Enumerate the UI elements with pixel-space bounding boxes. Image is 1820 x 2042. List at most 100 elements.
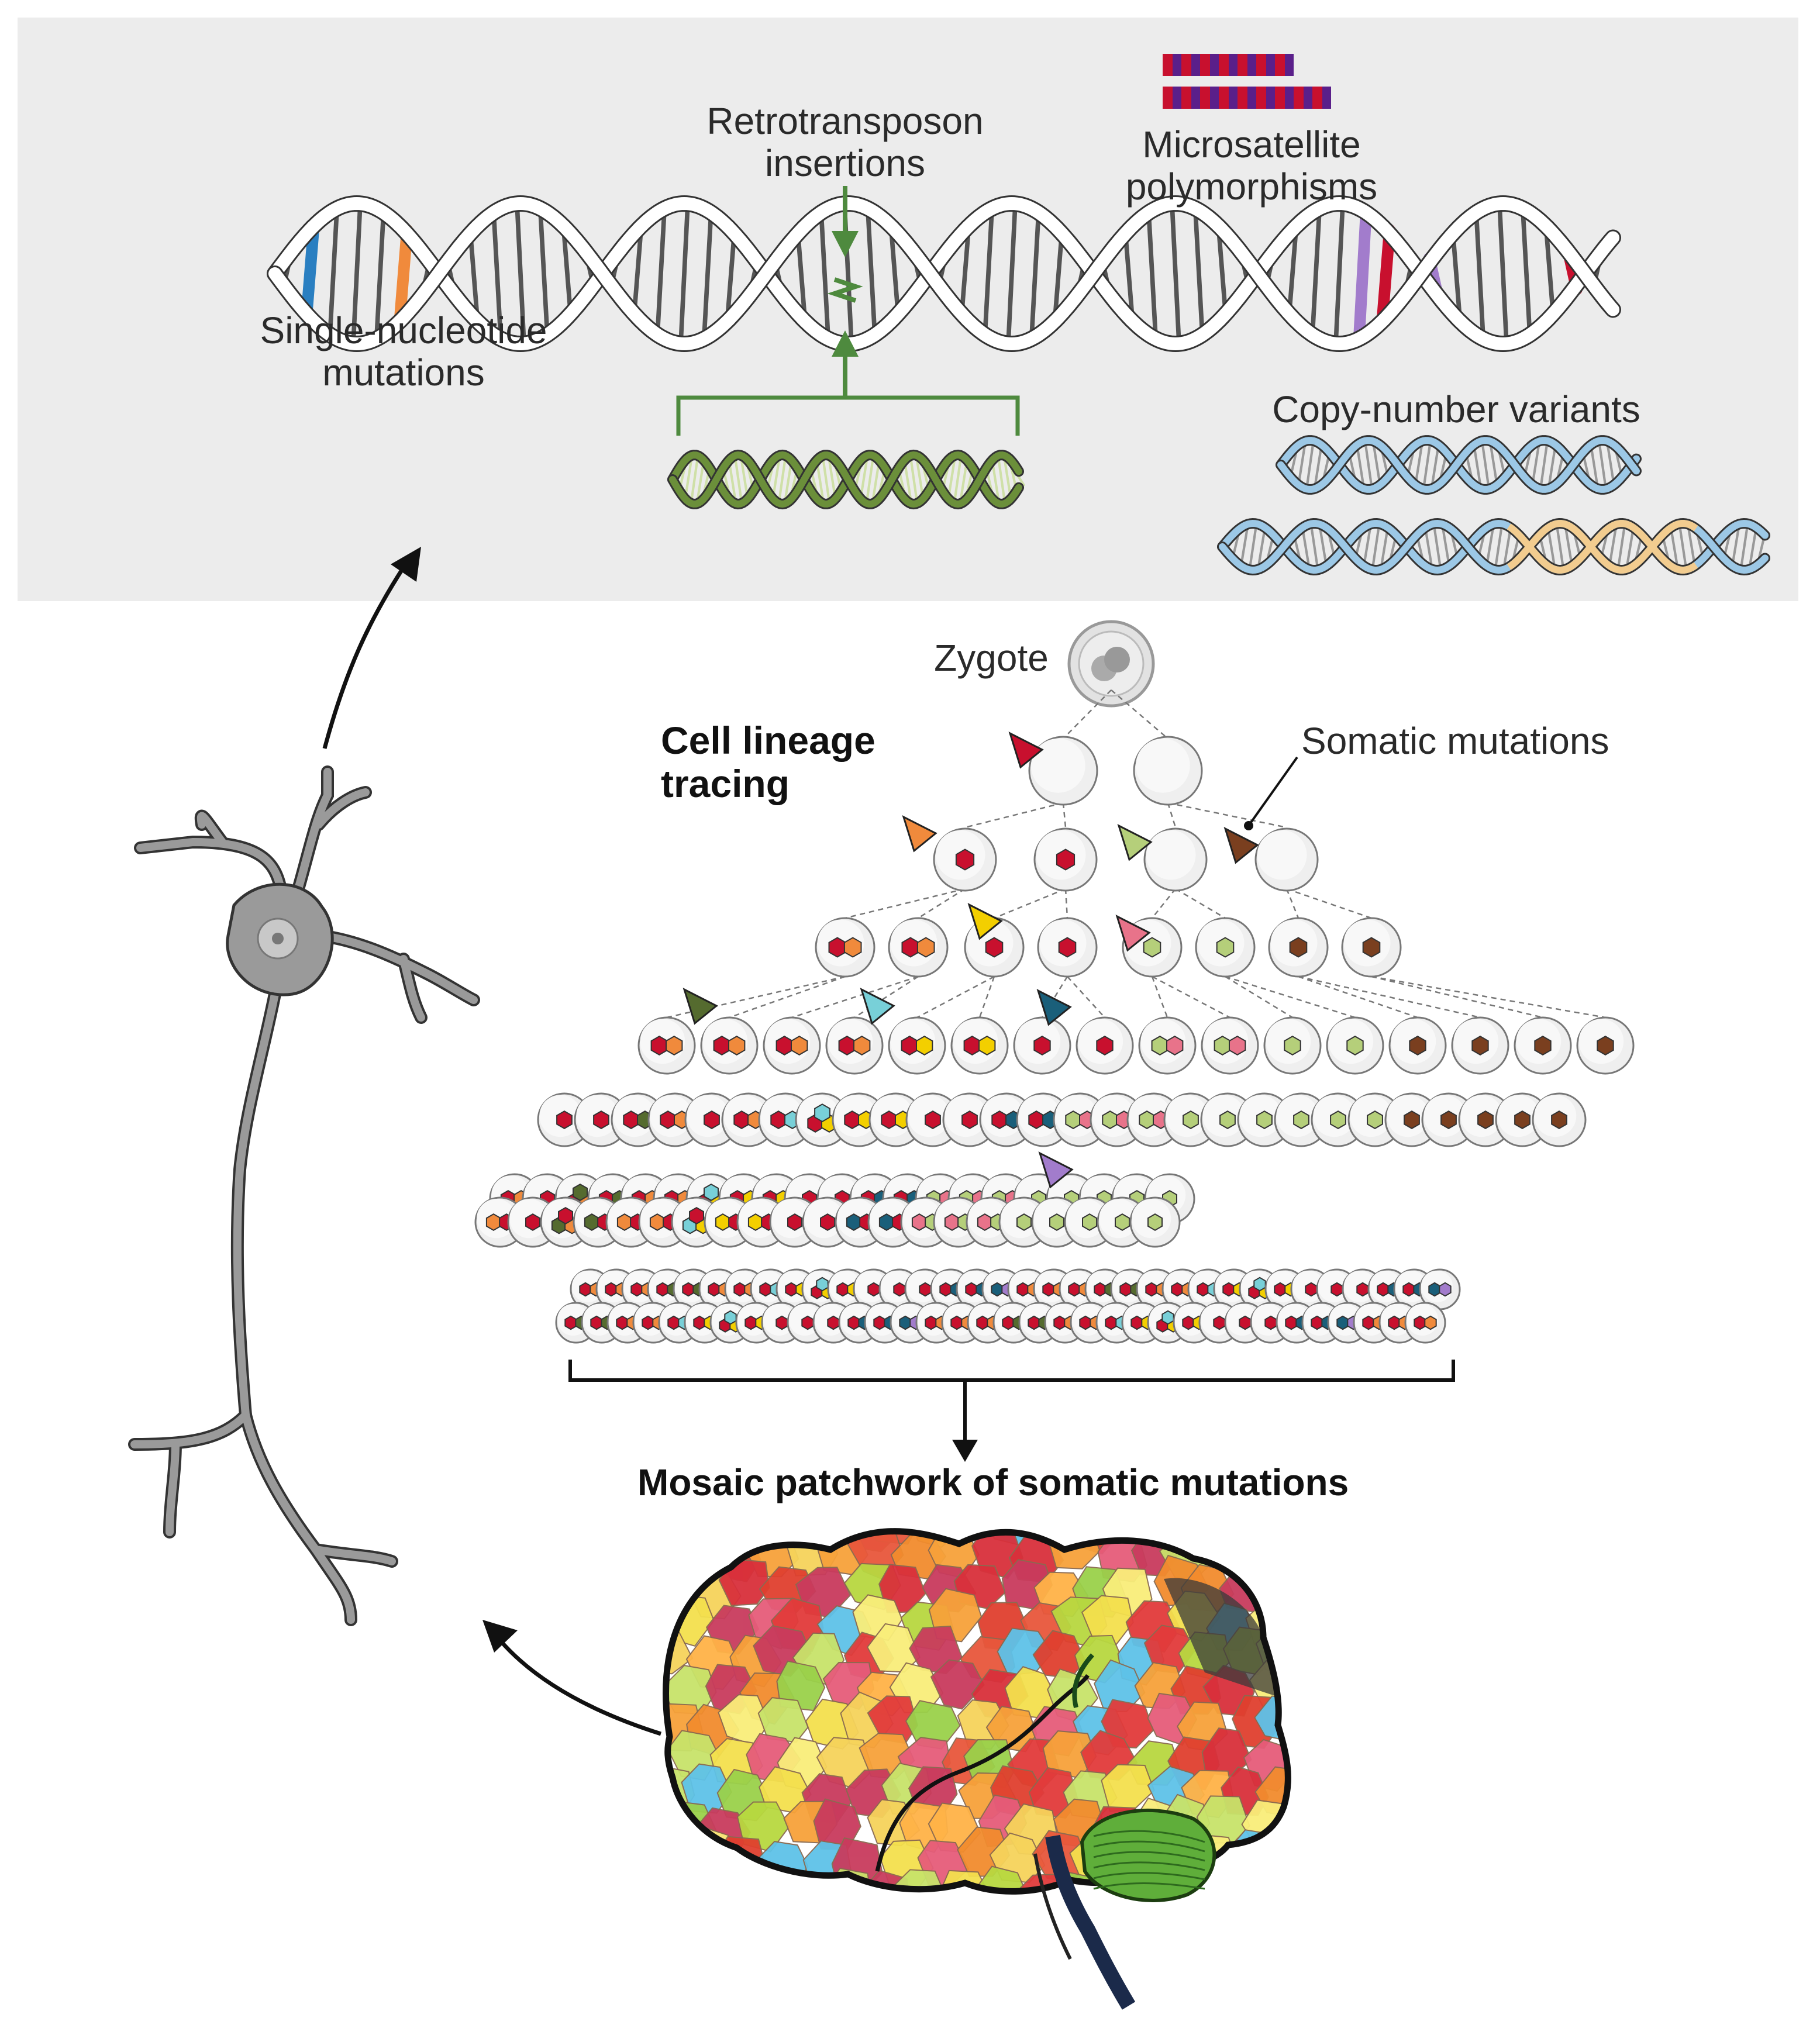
brain-tile: [1270, 1558, 1288, 1609]
retro-bracket: [676, 395, 1020, 436]
single-nucleotide-label-line2: mutations: [322, 351, 485, 394]
mutation-marker: [1293, 1110, 1309, 1129]
mutation-marker: [827, 1315, 840, 1330]
mutation-marker: [1402, 1282, 1415, 1297]
helix-rung: [821, 453, 831, 506]
lineage-link: [1285, 888, 1299, 919]
microsatellite-repeat-purple: [1173, 87, 1181, 109]
microsatellite-repeat-purple: [1191, 87, 1200, 109]
mutation-marker: [939, 1282, 952, 1297]
somatic-mutation-flag: [682, 988, 718, 1025]
mutation-marker: [1377, 1282, 1390, 1297]
helix-rung: [1029, 208, 1041, 339]
somatic-mutation-flag: [1115, 915, 1151, 952]
lineage-link: [1152, 888, 1176, 919]
helix-rung: [1310, 208, 1322, 339]
mutation-marker: [1197, 1282, 1209, 1297]
neuron-branch: [166, 1439, 180, 1536]
microsatellite-repeat-red: [1163, 87, 1173, 109]
lineage-link: [1286, 888, 1372, 919]
mutation-marker: [485, 1213, 501, 1232]
sylvian-fissure: [875, 1674, 1090, 1872]
mutation-marker: [1274, 1282, 1287, 1297]
single-nucleotide-label: Single-nucleotide mutations: [246, 309, 561, 394]
mutation-marker: [1139, 1110, 1155, 1129]
helix-rung: [1371, 522, 1381, 572]
mutation-marker: [728, 1036, 746, 1056]
brain-tile: [1280, 1796, 1288, 1845]
mutation-marker: [704, 1110, 720, 1129]
lineage-link: [994, 888, 1066, 919]
microsatellite-repeat-red: [1219, 87, 1229, 109]
lineage-link: [1064, 888, 1068, 919]
mutation-marker: [759, 1282, 772, 1297]
helix-rung: [819, 208, 830, 339]
mutation-marker: [1222, 1282, 1235, 1297]
helix-rung: [1474, 208, 1485, 339]
mutation-marker: [1102, 1110, 1118, 1129]
mutation-marker: [1115, 1213, 1130, 1232]
microsatellite-repeat-red: [1275, 87, 1285, 109]
mutation-marker: [1367, 1110, 1383, 1129]
helix-rung: [1333, 201, 1345, 346]
mutation-marker: [747, 1213, 763, 1232]
retrotransposon-label-line2: insertions: [765, 142, 925, 184]
microsatellite-repeat-red: [1294, 87, 1304, 109]
microsatellite-repeat-red: [1219, 54, 1229, 76]
mutation-marker: [689, 1206, 704, 1224]
retro-down-arrowhead: [832, 231, 859, 257]
microsatellite-repeat-purple: [1266, 54, 1275, 76]
single-nucleotide-label-line1: Single-nucleotide: [260, 309, 547, 351]
mutation-marker: [911, 1213, 927, 1232]
mutation-marker: [1534, 1036, 1552, 1056]
somatic-label-dot: [1244, 821, 1253, 830]
somatic-mutation-flag: [1038, 1151, 1074, 1189]
brain-tile: [1180, 1531, 1236, 1549]
mutation-marker: [1346, 1036, 1364, 1056]
helix-rung: [351, 201, 363, 346]
mutation-marker: [843, 937, 862, 958]
mutation-marker: [558, 1206, 573, 1224]
retrotransposon-arrows: [676, 186, 1020, 436]
lineage-link: [1167, 802, 1287, 829]
helix-rung: [1497, 201, 1509, 346]
mutation-marker: [1440, 1110, 1457, 1129]
mutation-marker: [1362, 1315, 1375, 1330]
microsatellite-repeat-red: [1275, 54, 1285, 76]
brainstem: [1045, 1834, 1136, 2010]
cnv-duplicated-segment: [1507, 519, 1698, 574]
mutation-marker: [1033, 1036, 1051, 1056]
mutation-marker: [1016, 1213, 1032, 1232]
mutation-marker: [893, 1282, 906, 1297]
lineage-link: [729, 975, 846, 1019]
neuron-branch: [294, 768, 332, 893]
mutation-marker: [1424, 1315, 1437, 1330]
helix-rung: [328, 208, 339, 339]
lineage-link: [1063, 689, 1112, 739]
helix-rung: [538, 208, 550, 339]
lineage-link: [1225, 975, 1356, 1019]
mutation-marker: [1068, 1282, 1081, 1297]
mutation-marker: [985, 937, 1004, 958]
mutation-marker: [844, 1110, 860, 1129]
mutation-marker: [770, 1110, 787, 1129]
mutation-marker: [1388, 1315, 1401, 1330]
brain-tile: [701, 1865, 756, 1892]
helix-rung: [909, 453, 919, 506]
somatic-mutation-flag: [860, 988, 895, 1025]
mutation-marker: [1171, 1282, 1184, 1297]
mutation-marker: [878, 1213, 894, 1232]
brain-tile: [930, 1659, 985, 1710]
neuron-nucleolus: [272, 933, 284, 944]
mutation-marker: [1284, 1036, 1301, 1056]
mutation-marker: [977, 1213, 992, 1232]
neuron-branch: [242, 1411, 320, 1554]
neuron-branch: [136, 837, 285, 893]
mutation-marker: [642, 1315, 654, 1330]
mutation-marker: [1145, 1282, 1158, 1297]
cell-lineage-title-line1: Cell lineage: [661, 719, 875, 762]
helix-rung: [1678, 522, 1688, 572]
microsatellite-repeat-purple: [1304, 87, 1312, 109]
cell-lineage-title-line2: tracing: [661, 761, 790, 805]
helix-rung: [515, 201, 526, 346]
